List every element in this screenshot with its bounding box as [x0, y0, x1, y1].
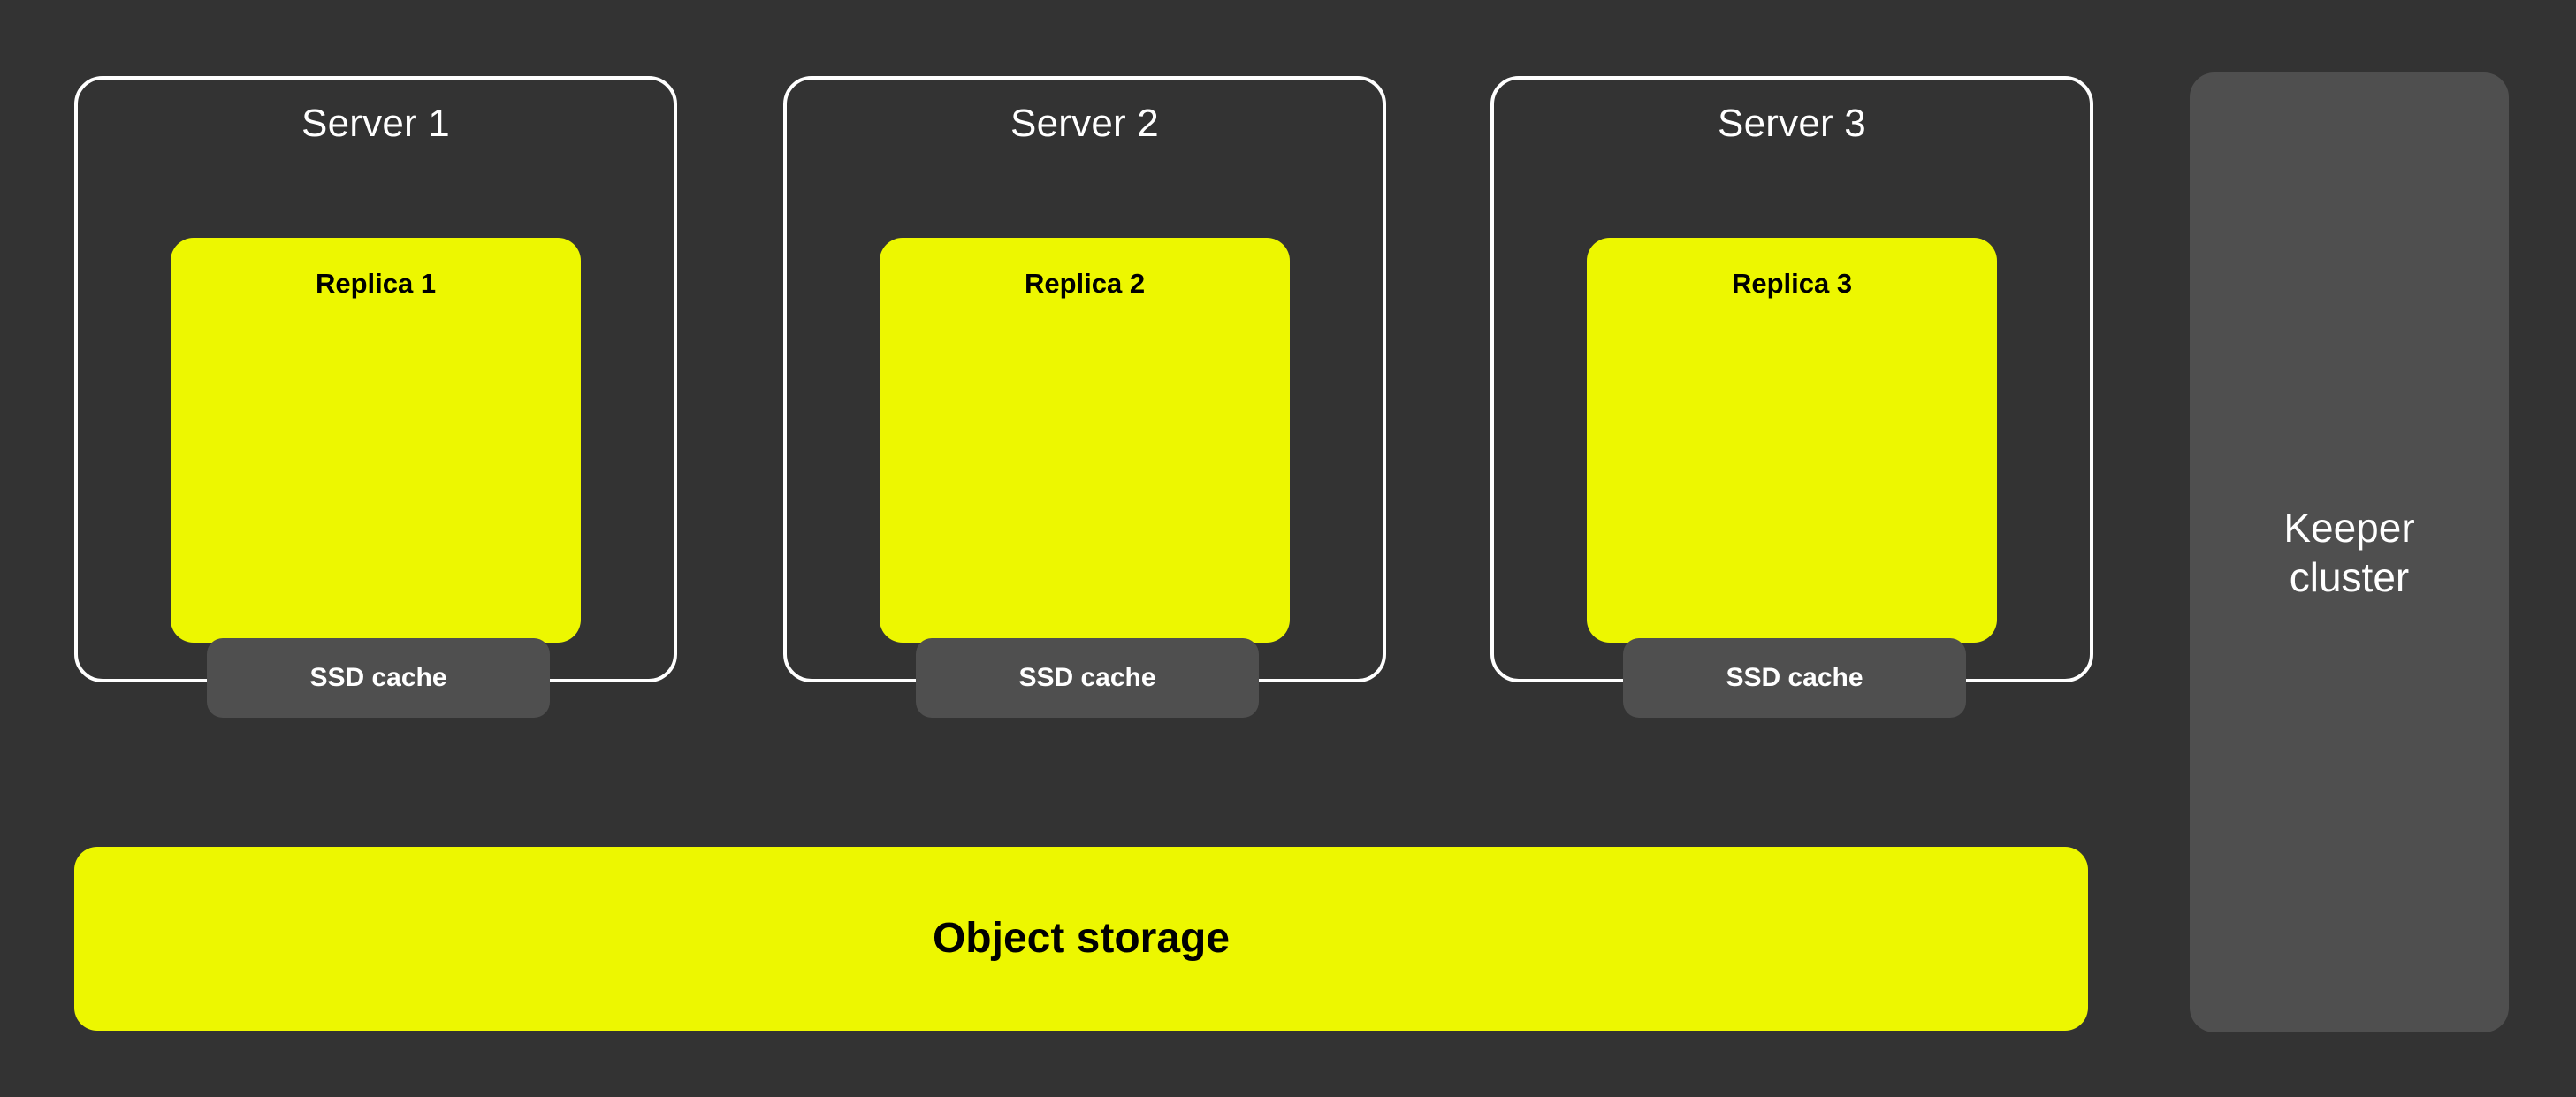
keeper-cluster-label: Keeper cluster: [2283, 504, 2415, 600]
ssd-cache-label-2: SSD cache: [1018, 663, 1156, 692]
object-storage-bar: Object storage: [74, 847, 2088, 1031]
ssd-cache-box-1: SSD cache: [207, 638, 550, 718]
object-storage-label: Object storage: [932, 915, 1231, 962]
ssd-cache-box-3: SSD cache: [1623, 638, 1966, 718]
server-title-3: Server 3: [1718, 102, 1866, 145]
replica-label-1: Replica 1: [315, 268, 437, 299]
ssd-cache-label-3: SSD cache: [1726, 663, 1863, 692]
ssd-cache-label-1: SSD cache: [309, 663, 447, 692]
keeper-cluster-panel: Keeper cluster: [2190, 72, 2509, 1032]
replica-label-2: Replica 2: [1024, 268, 1146, 299]
ssd-cache-box-2: SSD cache: [916, 638, 1259, 718]
replica-box-1: Replica 1: [171, 238, 581, 643]
replica-label-3: Replica 3: [1731, 268, 1853, 299]
replica-box-3: Replica 3: [1587, 238, 1997, 643]
server-title-1: Server 1: [301, 102, 450, 145]
server-title-2: Server 2: [1010, 102, 1159, 145]
replica-box-2: Replica 2: [880, 238, 1290, 643]
